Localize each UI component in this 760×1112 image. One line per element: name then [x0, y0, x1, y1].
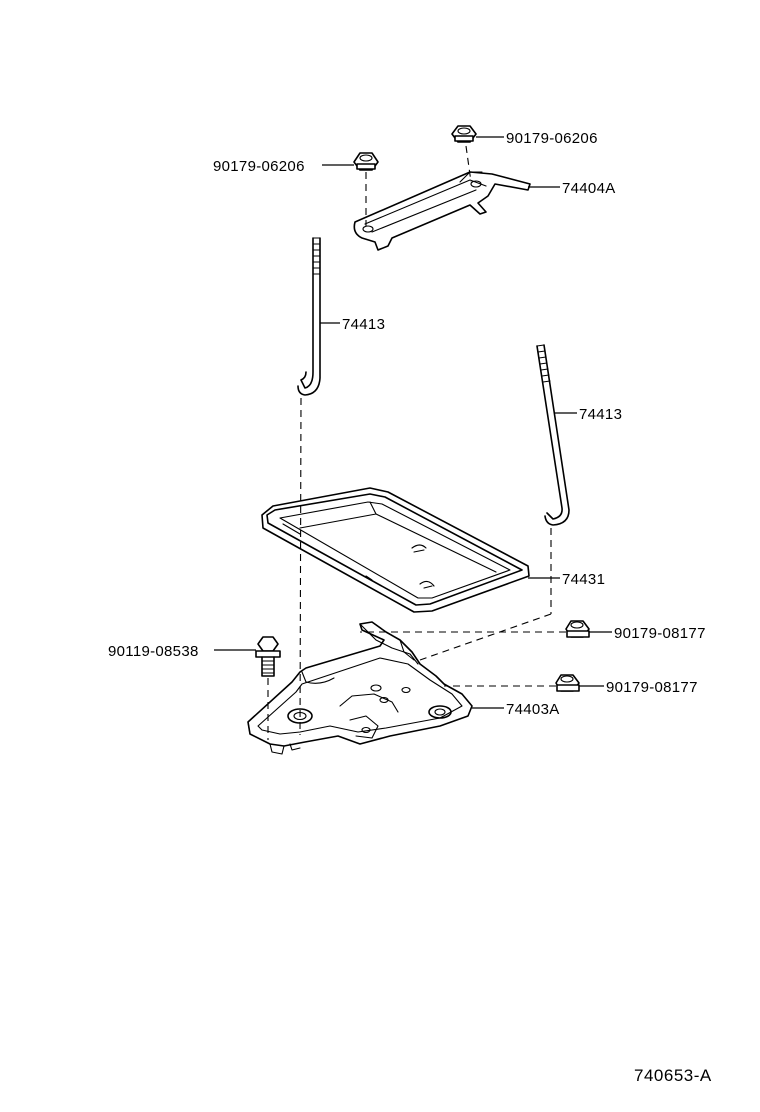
- nut-mid[interactable]: [360, 620, 590, 638]
- label-nut-mid[interactable]: 90179-08177: [614, 625, 706, 642]
- bolt[interactable]: [255, 636, 281, 740]
- hold-down-rod-right[interactable]: [419, 344, 570, 661]
- label-carrier[interactable]: 74403A: [506, 701, 560, 718]
- nut-top-left[interactable]: [353, 152, 379, 226]
- label-bolt[interactable]: 90119-08538: [108, 643, 199, 660]
- label-rod-right[interactable]: 74413: [579, 406, 622, 423]
- nut-top-right[interactable]: [451, 125, 477, 183]
- label-tray[interactable]: 74431: [562, 571, 605, 588]
- label-nut-top-right[interactable]: 90179-06206: [506, 130, 598, 147]
- label-nut-top-left[interactable]: 90179-06206: [213, 158, 305, 175]
- battery-clamp[interactable]: [353, 171, 531, 251]
- label-nut-lower[interactable]: 90179-08177: [606, 679, 698, 696]
- hold-down-rod-left[interactable]: [297, 237, 321, 736]
- nut-lower[interactable]: [444, 674, 580, 692]
- battery-tray[interactable]: [261, 487, 530, 613]
- label-rod-left[interactable]: 74413: [342, 316, 385, 333]
- battery-carrier[interactable]: [247, 621, 473, 755]
- label-clamp[interactable]: 74404A: [562, 180, 616, 197]
- diagram-reference-code: 740653-A: [634, 1066, 712, 1085]
